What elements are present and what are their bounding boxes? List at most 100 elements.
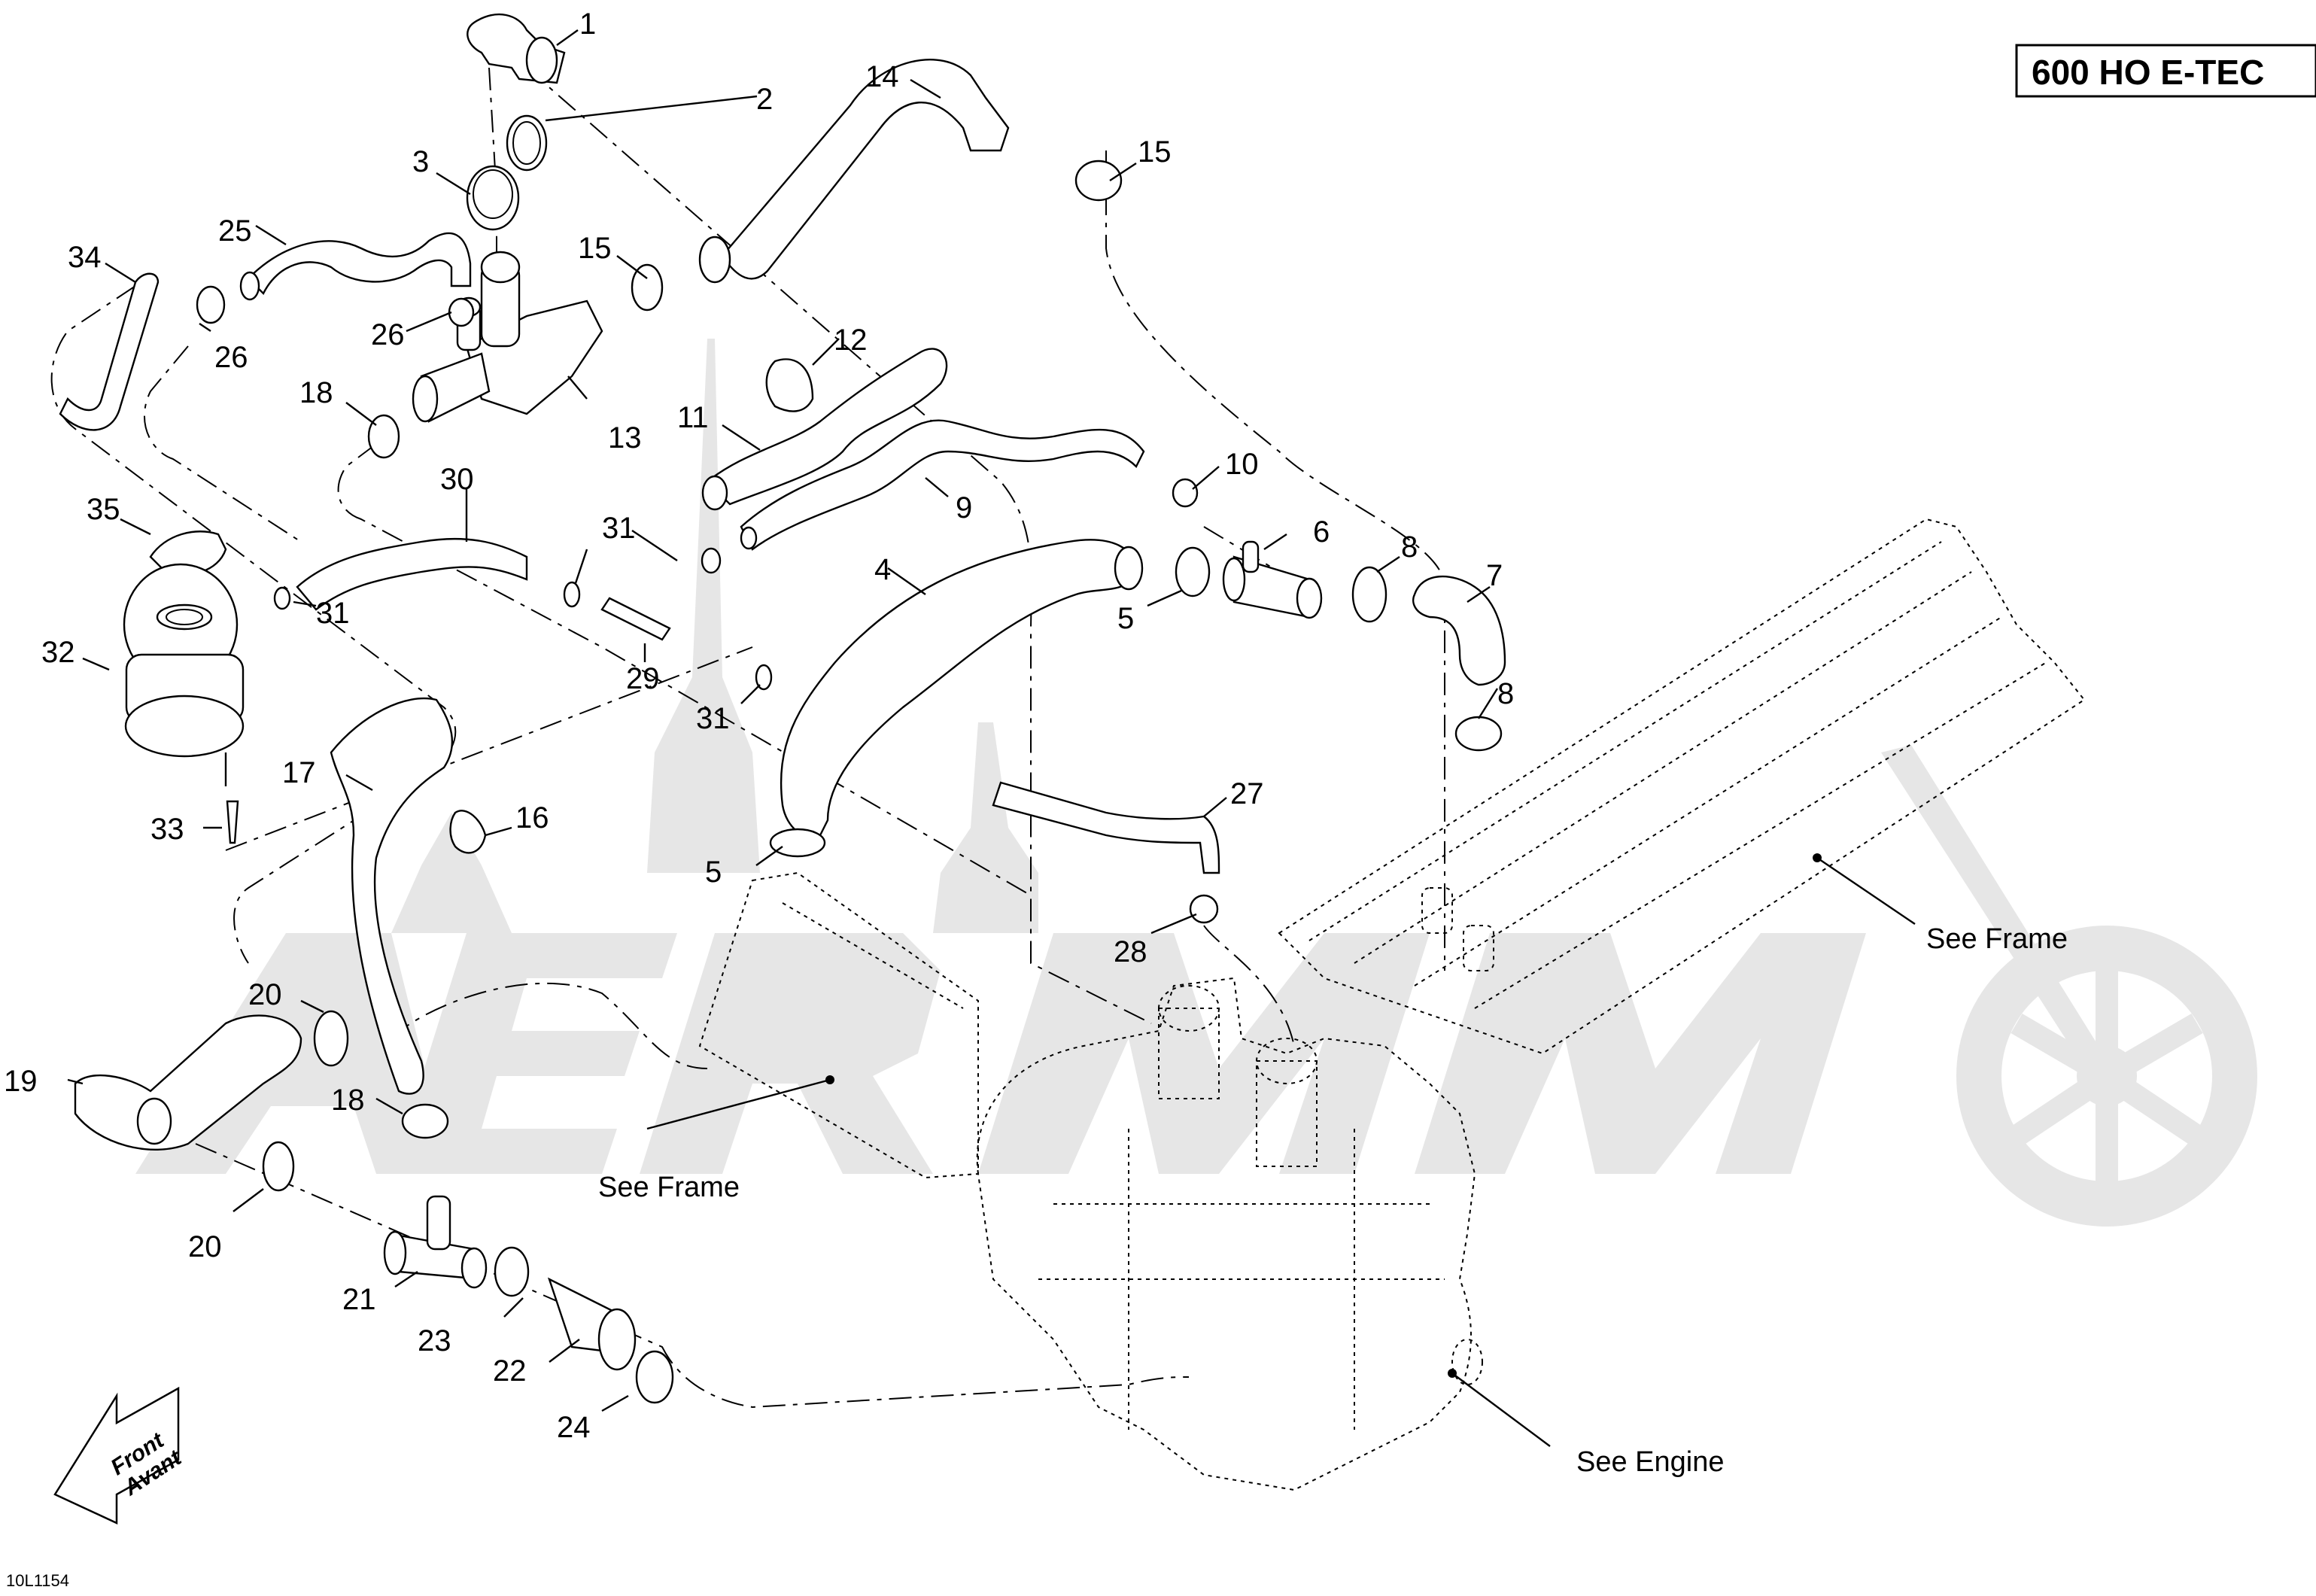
watermark-fork bbox=[1881, 745, 2122, 1091]
ref-dot-engine bbox=[1448, 1369, 1457, 1378]
assembly-lines bbox=[50, 67, 1445, 1409]
part-clamp-23 bbox=[494, 1246, 530, 1297]
part-thermostat-housing-13 bbox=[412, 251, 603, 423]
callout-31a: 31 bbox=[316, 597, 350, 630]
watermark-letter-r bbox=[640, 933, 941, 1174]
callout-29: 29 bbox=[626, 662, 660, 695]
callout-33: 33 bbox=[150, 813, 184, 846]
callout-15a: 15 bbox=[578, 232, 612, 265]
callout-15b: 15 bbox=[1138, 135, 1172, 169]
part-screw-33 bbox=[226, 800, 239, 844]
part-clamp-15b bbox=[1074, 160, 1123, 202]
part-hose-25 bbox=[247, 232, 472, 296]
part-clamp-8b bbox=[1454, 716, 1503, 752]
callout-9: 9 bbox=[956, 491, 972, 524]
part-clamp-20a bbox=[313, 1010, 349, 1067]
part-elbow-hose-1 bbox=[467, 13, 566, 84]
part-clamp-28 bbox=[1189, 894, 1219, 924]
watermark-tower-2 bbox=[391, 813, 512, 933]
figure-id: 10L1154 bbox=[6, 1571, 69, 1590]
part-hose-34 bbox=[59, 272, 160, 431]
part-clamp-26a bbox=[448, 297, 475, 327]
callout-26b: 26 bbox=[214, 341, 248, 374]
callout-14: 14 bbox=[865, 60, 899, 93]
part-elbow-hose-7 bbox=[1412, 575, 1506, 686]
part-clamp-31a bbox=[563, 581, 581, 608]
callout-7: 7 bbox=[1486, 559, 1503, 592]
callout-labels: 1 2 3 4 5 5 6 7 8 8 9 10 11 12 13 14 15 … bbox=[4, 8, 1514, 1444]
callout-25: 25 bbox=[218, 214, 252, 248]
part-clamp-24 bbox=[635, 1350, 674, 1404]
part-clamp-31b bbox=[701, 547, 722, 574]
callout-35: 35 bbox=[87, 493, 120, 526]
part-clamp-18a bbox=[367, 414, 400, 459]
part-clamp-5a bbox=[1175, 546, 1211, 597]
part-reservoir-32 bbox=[123, 563, 245, 758]
watermark-tower-1 bbox=[647, 339, 760, 873]
part-clip-12 bbox=[765, 358, 814, 412]
callout-17: 17 bbox=[282, 756, 316, 789]
callout-32: 32 bbox=[41, 636, 75, 669]
part-clamp-31d bbox=[273, 586, 291, 610]
callout-18b: 18 bbox=[331, 1084, 365, 1117]
part-hose-19 bbox=[74, 1014, 302, 1151]
callout-19: 19 bbox=[4, 1065, 38, 1098]
part-clamp-5b bbox=[769, 828, 826, 858]
callout-6: 6 bbox=[1313, 515, 1330, 549]
title-box bbox=[2015, 44, 2316, 98]
part-clamp-15a bbox=[631, 263, 664, 312]
callout-21: 21 bbox=[342, 1283, 376, 1316]
engine-outline bbox=[976, 977, 1483, 1491]
callout-16: 16 bbox=[515, 801, 549, 834]
callout-24: 24 bbox=[557, 1411, 591, 1444]
callout-20a: 20 bbox=[248, 978, 282, 1011]
part-hose-14-end bbox=[698, 236, 731, 284]
callout-13: 13 bbox=[608, 421, 642, 454]
callout-8a: 8 bbox=[1401, 530, 1418, 564]
watermark-letter-e bbox=[391, 933, 677, 1174]
see-frame-left-label: See Frame bbox=[598, 1172, 740, 1203]
see-frame-right-label: See Frame bbox=[1926, 923, 2068, 955]
callout-5a: 5 bbox=[1117, 602, 1134, 635]
part-hose-4 bbox=[780, 539, 1138, 838]
callout-20b: 20 bbox=[188, 1230, 222, 1263]
front-arrow-icon bbox=[53, 1386, 180, 1525]
parts bbox=[59, 13, 1506, 1404]
part-hose-11 bbox=[706, 348, 948, 506]
title-text: 600 HO E-TEC bbox=[2032, 53, 2264, 92]
callout-22: 22 bbox=[493, 1354, 527, 1388]
part-clamp-16 bbox=[449, 810, 487, 854]
part-hose-27 bbox=[992, 781, 1220, 874]
front-direction-arrow: Front Avant bbox=[53, 1386, 187, 1525]
callout-23: 23 bbox=[418, 1324, 451, 1357]
callout-10: 10 bbox=[1225, 448, 1259, 481]
callout-31b: 31 bbox=[602, 512, 636, 545]
part-clamp-31c bbox=[755, 664, 773, 691]
part-connector-29 bbox=[600, 597, 671, 641]
part-clamp-10 bbox=[1172, 478, 1199, 508]
callout-18a: 18 bbox=[299, 376, 333, 409]
callout-8b: 8 bbox=[1497, 677, 1514, 710]
callout-2: 2 bbox=[756, 83, 773, 116]
watermark-letter-m2 bbox=[1415, 933, 1866, 1174]
part-clamp-18b bbox=[401, 1103, 449, 1139]
part-clamp-26b bbox=[196, 285, 226, 324]
part-tee-fitting-6 bbox=[1222, 540, 1323, 619]
callout-28: 28 bbox=[1114, 935, 1147, 968]
leader-lines bbox=[67, 29, 1916, 1447]
reference-assemblies bbox=[698, 518, 2086, 1491]
part-hose-17 bbox=[330, 697, 454, 1095]
callout-4: 4 bbox=[874, 553, 891, 586]
part-hose-14 bbox=[721, 59, 1010, 280]
ref-dot-frame-left bbox=[825, 1075, 834, 1084]
callout-31c: 31 bbox=[696, 702, 730, 735]
watermark-tower-3 bbox=[933, 722, 1038, 933]
ref-dot-frame-right bbox=[1813, 853, 1822, 862]
part-hose-30 bbox=[296, 537, 528, 611]
callout-1: 1 bbox=[579, 8, 596, 41]
callout-34: 34 bbox=[68, 241, 102, 274]
callout-27: 27 bbox=[1230, 777, 1264, 810]
see-engine-label: See Engine bbox=[1576, 1446, 1725, 1478]
callout-30: 30 bbox=[440, 463, 474, 496]
watermark-letter-m1 bbox=[978, 933, 1430, 1174]
